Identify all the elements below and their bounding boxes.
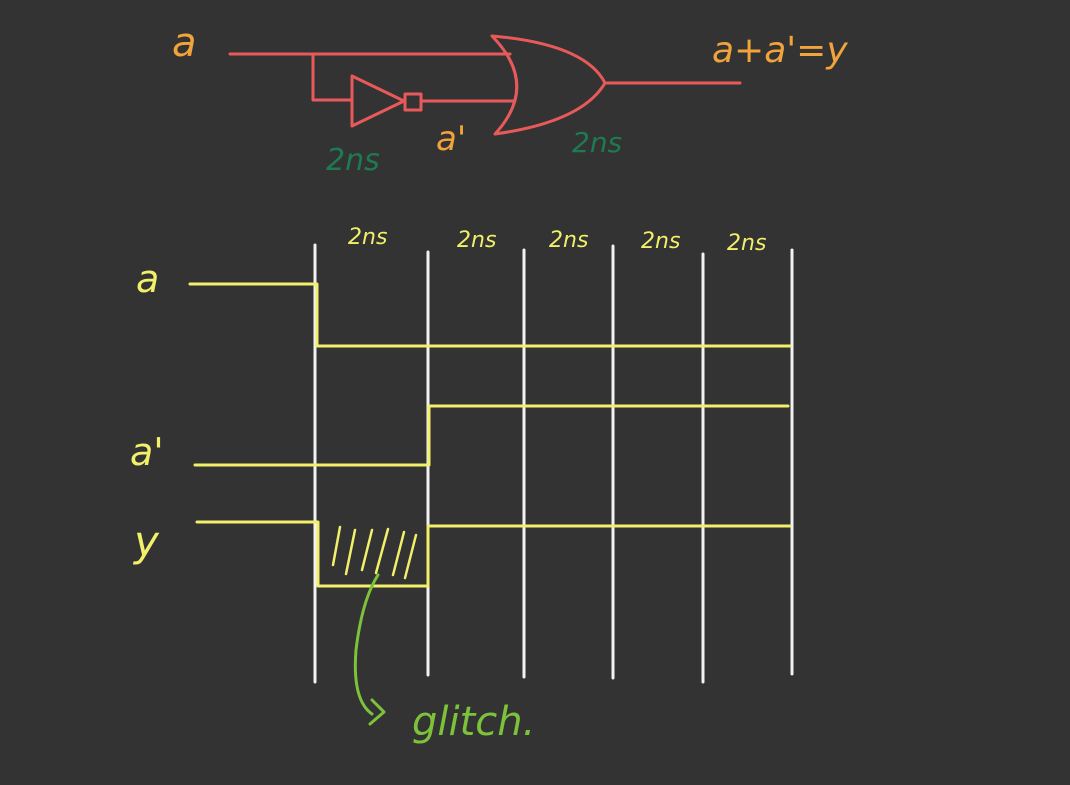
interval-label: 2ns bbox=[641, 229, 680, 254]
or-gate bbox=[490, 34, 607, 136]
inverter-gate bbox=[350, 74, 406, 128]
signal-label-a-prime: a' bbox=[130, 430, 164, 474]
interval-label: 2ns bbox=[457, 228, 496, 253]
input-label: a bbox=[172, 20, 197, 66]
signal-label-y: y bbox=[132, 517, 160, 566]
glitch-hatch bbox=[331, 525, 418, 580]
waveform-a-prime bbox=[193, 404, 790, 467]
waveform-a bbox=[188, 282, 792, 348]
interval-label: 2ns bbox=[348, 225, 387, 250]
glitch-arrow bbox=[353, 573, 386, 726]
waveform-y bbox=[195, 520, 792, 588]
inverter-bubble bbox=[403, 92, 423, 112]
output-label: a+a'=y bbox=[712, 30, 848, 71]
interval-label: 2ns bbox=[727, 231, 766, 256]
or-delay-label: 2ns bbox=[572, 126, 622, 159]
inverted-label: a' bbox=[436, 119, 466, 159]
inverter-delay-label: 2ns bbox=[326, 143, 380, 178]
waveforms bbox=[188, 282, 792, 588]
branch-wire bbox=[311, 52, 354, 102]
glitch-label: glitch. bbox=[412, 699, 535, 745]
circuit bbox=[228, 34, 742, 136]
signal-label-a: a bbox=[136, 257, 159, 301]
interval-label: 2ns bbox=[549, 228, 588, 253]
